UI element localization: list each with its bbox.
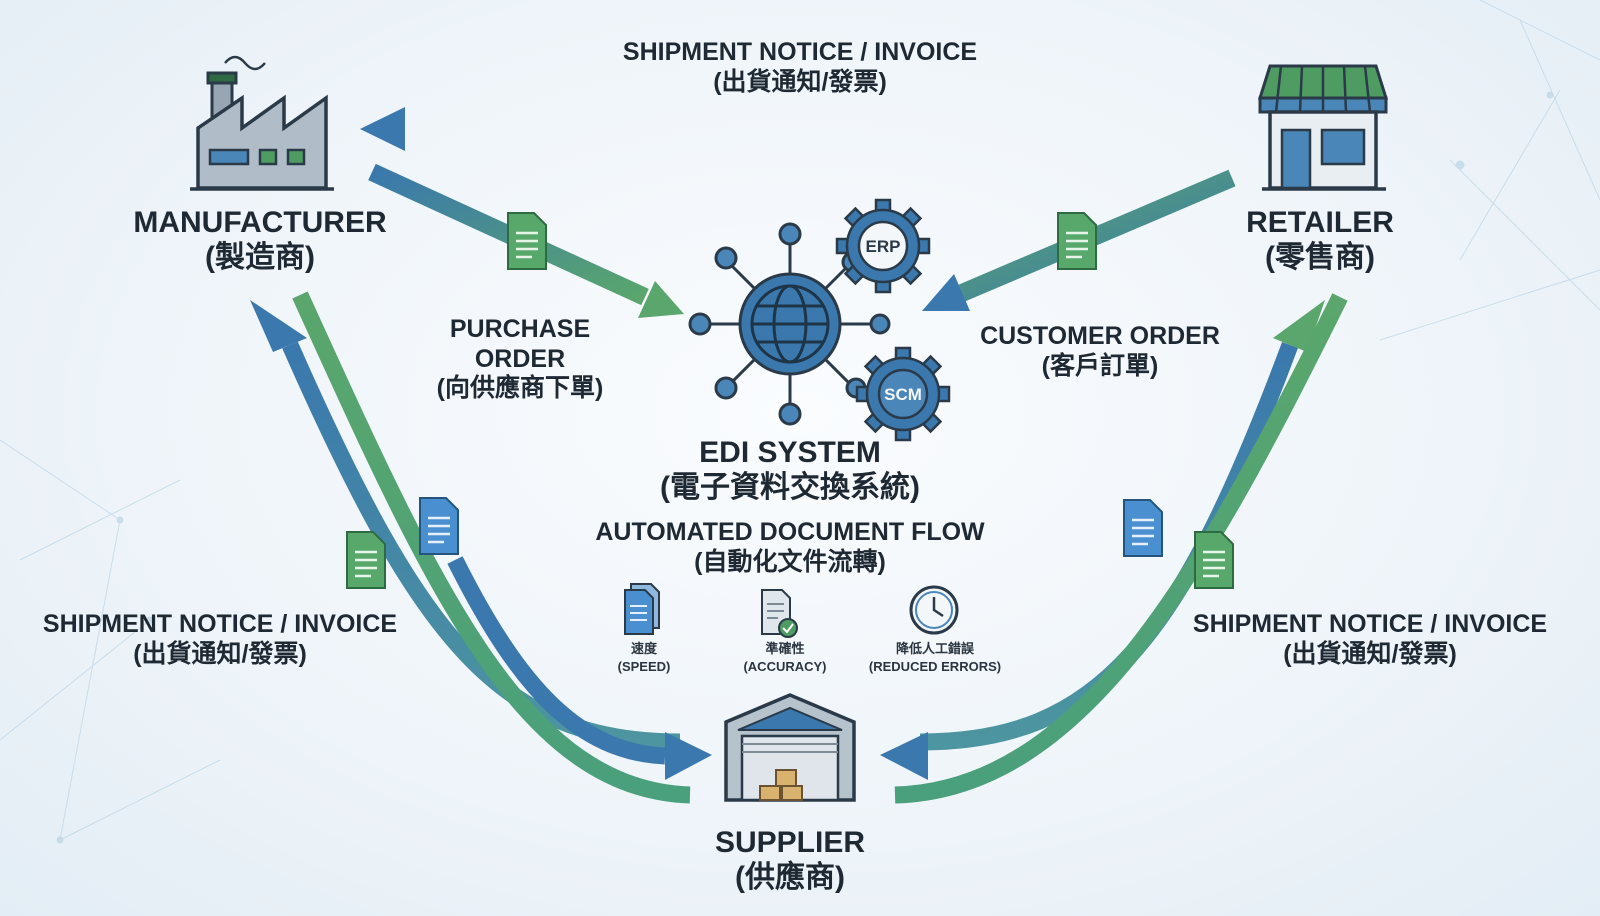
automated-flow-en: AUTOMATED DOCUMENT FLOW	[595, 518, 985, 546]
document-icon	[1057, 212, 1097, 270]
supplier-name: SUPPLIER	[714, 826, 866, 859]
arrow-retailer-to-supplier	[894, 293, 1348, 804]
benefit-accuracy-zh: 準確性	[765, 641, 805, 656]
right-flow-zh: (出貨通知/發票)	[1283, 639, 1457, 668]
manufacturer-label: MANUFACTURER (製造商)	[110, 205, 410, 276]
verified-document-icon	[761, 589, 798, 638]
retailer-label: RETAILER (零售商)	[1220, 205, 1420, 276]
arrowhead	[880, 732, 928, 780]
arrowhead	[922, 274, 970, 311]
benefit-accuracy-en: (ACCURACY)	[743, 658, 827, 674]
top-flow-label: SHIPMENT NOTICE / INVOICE (出貨通知/發票)	[570, 38, 1030, 97]
factory-icon	[190, 55, 334, 191]
documents-icon	[624, 583, 660, 635]
arrowhead	[250, 300, 307, 352]
arrow-manufacturer-to-supplier	[292, 291, 691, 804]
arrowhead	[638, 281, 684, 318]
retailer-name: RETAILER	[1246, 206, 1394, 239]
manufacturer-name-zh: (製造商)	[205, 241, 315, 275]
document-icon	[346, 531, 386, 589]
arrowhead	[665, 732, 712, 780]
document-icon	[419, 497, 459, 555]
benefit-speed: 速度 (SPEED)	[594, 640, 694, 675]
document-icon	[1194, 531, 1234, 589]
supplier-name-zh: (供應商)	[735, 861, 845, 895]
purchase-order-zh: (向供應商下單)	[436, 374, 604, 402]
erp-label: ERP	[866, 237, 901, 256]
arrowhead	[1273, 300, 1325, 352]
customer-order-label: CUSTOMER ORDER (客戶訂單)	[955, 322, 1245, 381]
automated-flow-label: AUTOMATED DOCUMENT FLOW (自動化文件流轉)	[560, 518, 1020, 577]
warehouse-icon	[724, 693, 856, 802]
left-flow-zh: (出貨通知/發票)	[133, 639, 307, 668]
scm-label: SCM	[884, 385, 922, 404]
benefit-reduced-errors-en: (REDUCED ERRORS)	[868, 658, 1002, 674]
purchase-order-line1: PURCHASE	[449, 315, 591, 343]
scm-gear-icon: SCM	[855, 346, 951, 442]
right-flow-en: SHIPMENT NOTICE / INVOICE	[1192, 610, 1548, 638]
automated-flow-zh: (自動化文件流轉)	[694, 547, 886, 576]
benefit-speed-zh: 速度	[630, 641, 657, 656]
edi-system-name: EDI SYSTEM	[699, 436, 881, 469]
purchase-order-label: PURCHASE ORDER (向供應商下單)	[410, 315, 630, 404]
retailer-name-zh: (零售商)	[1265, 241, 1375, 275]
store-icon	[1257, 64, 1389, 191]
right-flow-label: SHIPMENT NOTICE / INVOICE (出貨通知/發票)	[1160, 610, 1580, 669]
customer-order-en: CUSTOMER ORDER	[980, 322, 1220, 350]
top-flow-en: SHIPMENT NOTICE / INVOICE	[622, 38, 978, 66]
edi-system-label: EDI SYSTEM (電子資料交換系統)	[630, 435, 950, 506]
top-flow-zh: (出貨通知/發票)	[713, 67, 887, 96]
supplier-label: SUPPLIER (供應商)	[690, 825, 890, 896]
left-flow-en: SHIPMENT NOTICE / INVOICE	[42, 610, 398, 638]
benefit-reduced-errors: 降低人工錯誤 (REDUCED ERRORS)	[855, 640, 1015, 675]
edi-system-name-zh: (電子資料交換系統)	[660, 471, 920, 505]
purchase-order-line2: ORDER	[474, 344, 566, 373]
customer-order-zh: (客戶訂單)	[1041, 351, 1159, 380]
manufacturer-name: MANUFACTURER	[133, 206, 387, 239]
clock-icon	[909, 585, 959, 635]
erp-gear-icon: ERP	[835, 198, 931, 294]
benefit-speed-en: (SPEED)	[617, 658, 671, 674]
benefit-accuracy: 準確性 (ACCURACY)	[725, 640, 845, 675]
arrowhead	[360, 107, 405, 151]
document-icon	[507, 212, 547, 270]
document-icon	[1123, 499, 1163, 557]
benefit-reduced-errors-zh: 降低人工錯誤	[895, 641, 974, 656]
left-flow-label: SHIPMENT NOTICE / INVOICE (出貨通知/發票)	[10, 610, 430, 669]
background-network	[0, 0, 1600, 844]
